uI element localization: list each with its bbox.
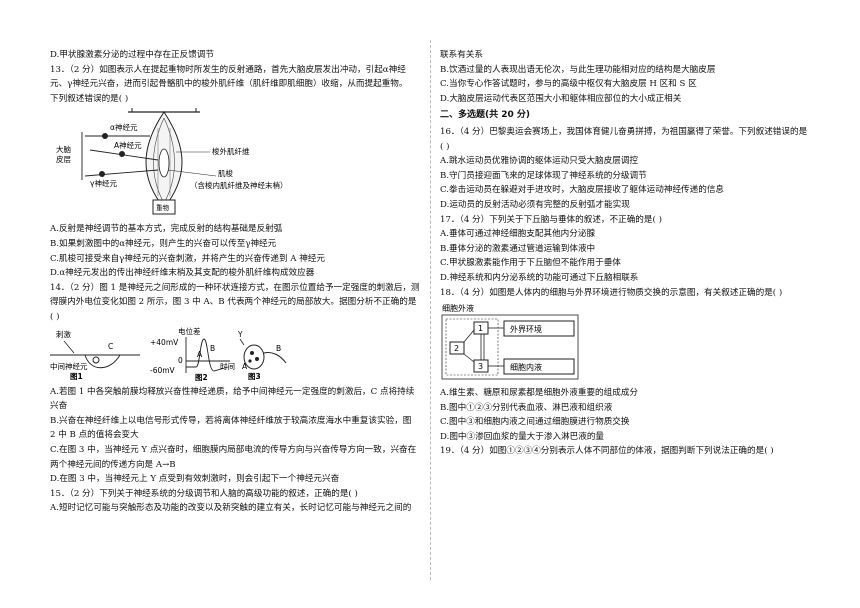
svg-text:大脑: 大脑: [56, 144, 71, 154]
svg-text:1: 1: [478, 324, 483, 333]
svg-text:皮层: 皮层: [56, 154, 71, 164]
question-14-options: A.若图 1 中各突触前膜均释放兴奋性神经递质，给予中间神经元一定强度的刺激后，…: [50, 385, 420, 487]
question-14: 14．（2 分）图 1 是神经元之间形成的一种环状连接方式，在图示位置给予一定强…: [50, 282, 420, 322]
svg-text:B: B: [210, 344, 215, 353]
svg-text:重物: 重物: [156, 203, 170, 212]
svg-text:电位差: 电位差: [178, 327, 201, 336]
svg-text:-60mV: -60mV: [150, 366, 176, 375]
q13-option-a[interactable]: A.反射是神经调节的基本方式，完成反射的结构基础是反射弧: [50, 224, 283, 235]
svg-text:细胞内液: 细胞内液: [510, 362, 542, 372]
figure-18-fluid-exchange: 细胞外液 1 2 3 外界环境: [440, 302, 580, 382]
svg-text:A: A: [242, 362, 248, 371]
svg-text:图3: 图3: [248, 372, 261, 381]
svg-text:+40mV: +40mV: [150, 338, 179, 347]
svg-text:A神经元: A神经元: [114, 140, 142, 150]
svg-text:中间神经元: 中间神经元: [50, 361, 88, 371]
figure-13-reflex-pathway: α神经元 A神经元 γ神经元 大脑 皮层 梭外肌纤维 肌梭 （含梭内肌纤维及神经…: [50, 108, 350, 218]
svg-text:B: B: [276, 344, 281, 353]
q14-option-a[interactable]: A.若图 1 中各突触前膜均释放兴奋性神经递质，给予中间神经元一定强度的刺激后，…: [50, 386, 415, 397]
svg-text:A: A: [197, 350, 203, 359]
svg-text:梭外肌纤维: 梭外肌纤维: [212, 146, 250, 156]
section-title-multi-choice: 二、多选题(共 20 分): [440, 110, 531, 121]
right-column: 联系有关系 B.饮酒过量的人表现出语无伦次，与此生理功能相对应的结构是大脑皮层 …: [440, 48, 815, 459]
q18-option-a[interactable]: A.维生素、糖原和尿素都是细胞外液重要的组成成分: [440, 388, 639, 399]
question-15-continued: 联系有关系 B.饮酒过量的人表现出语无伦次，与此生理功能相对应的结构是大脑皮层 …: [440, 48, 815, 106]
q15-option-b[interactable]: B.饮酒过量的人表现出语无伦次，与此生理功能相对应的结构是大脑皮层: [440, 64, 716, 75]
q16-option-a[interactable]: A.跳水运动员优雅协调的躯体运动只受大脑皮层调控: [440, 156, 639, 167]
q17-option-c[interactable]: C.甲状腺激素能作用于下丘脑但不能作用于垂体: [440, 258, 621, 269]
q18-option-c[interactable]: C.图中③和细胞内液之间通过细胞膜进行物质交换: [440, 417, 630, 428]
q16-option-c[interactable]: C.拳击运动员在躲避对手进攻时，大脑皮层接收了躯体运动神经传递的信息: [440, 185, 725, 196]
svg-text:α神经元: α神经元: [110, 122, 138, 132]
q17-option-d[interactable]: D.神经系统和内分泌系统的功能可通过下丘脑相联系: [440, 272, 639, 283]
q16-option-b[interactable]: B.守门员接迎面飞来的足球体现了神经系统的分级调节: [440, 170, 647, 181]
svg-text:外界环境: 外界环境: [510, 324, 542, 334]
q17-option-b[interactable]: B.垂体分泌的激素通过管道运输到体液中: [440, 243, 596, 254]
q13-option-c[interactable]: C.肌梭可接受来自γ神经元的兴奋刺激，并将产生的兴奋传递到 A 神经元: [50, 253, 326, 264]
figure-14: 刺激 C 中间神经元 图1 电位差 +40mV 0: [50, 326, 290, 382]
svg-text:3: 3: [478, 362, 483, 371]
svg-text:肌梭: 肌梭: [218, 168, 233, 178]
column-divider: [430, 40, 431, 580]
q13-option-b[interactable]: B.如果刺激图中的α神经元，则产生的兴奋可以传至γ神经元: [50, 238, 277, 249]
left-column: D.甲状腺激素分泌的过程中存在正反馈调节 13．（2 分）如图表示人在提起重物时…: [50, 48, 420, 516]
neuron-potential-diagram: 刺激 C 中间神经元 图1 电位差 +40mV 0: [50, 326, 287, 382]
q14-option-c[interactable]: C.在图 3 中，当神经元 Y 点兴奋时，细胞膜内局部电流的传导方向与兴奋传导方…: [50, 444, 417, 455]
svg-text:时间: 时间: [220, 361, 235, 371]
fig14-panel-1: 刺激 C 中间神经元 图1: [50, 329, 140, 381]
fig14-panel-3: Y A B 图3: [237, 330, 287, 381]
q15-option-a[interactable]: A.短时记忆可能与突触形态及功能的改变以及新突触的建立有关，长时记忆可能与神经元…: [50, 503, 412, 514]
gamma-neuron-body: [99, 171, 105, 178]
q14-option-d[interactable]: D.在图 3 中，当神经元上 Y 点受到有效刺激时，则会引起下一个神经元兴奋: [50, 474, 340, 485]
svg-text:图1: 图1: [70, 372, 83, 381]
svg-text:Y: Y: [237, 330, 243, 339]
q18-option-d[interactable]: D.图中③渗回血浆的量大于渗入淋巴液的量: [440, 431, 605, 442]
question-13-options: A.反射是神经调节的基本方式，完成反射的结构基础是反射弧 B.如果刺激图中的α神…: [50, 222, 420, 280]
question-17: 17．（4 分）下列关于下丘脑与垂体的叙述，不正确的是( ) A.垂体可通过神经…: [440, 213, 815, 286]
svg-text:（含梭内肌纤维及神经末梢）: （含梭内肌纤维及神经末梢）: [190, 180, 288, 190]
question-15: 15．（2 分）下列关于神经系统的分级调节和人脑的高级功能的叙述，正确的是( )…: [50, 487, 420, 516]
fig14-panel-2: 电位差 +40mV 0 -60mV A B 时间 图2: [150, 326, 235, 382]
svg-text:刺激: 刺激: [56, 329, 71, 339]
question-19: 19．（4 分）如图①②③④分别表示人体不同部位的体液，据图判断下列说法正确的是…: [440, 446, 774, 457]
question-18-options: A.维生素、糖原和尿素都是细胞外液重要的组成成分 B.图中①②③分别代表血液、淋…: [440, 386, 815, 444]
svg-text:2: 2: [454, 344, 459, 353]
alpha-neuron-body: [102, 133, 108, 140]
q15-option-c[interactable]: C.当你专心作答试题时，参与的高级中枢仅有大脑皮层 H 区和 S 区: [440, 79, 697, 90]
a-neuron-body: [119, 151, 125, 158]
svg-text:0: 0: [178, 356, 183, 365]
q14-option-b[interactable]: B.兴奋在神经纤维上以电信号形式传导，若将离体神经纤维放于较高浓度海水中重复该实…: [50, 415, 412, 426]
question-18: 18．（4 分）如图是人体内的细胞与外界环境进行物质交换的示意图，有关叙述正确的…: [440, 287, 783, 298]
q12-option-d: D.甲状腺激素分泌的过程中存在正反馈调节: [50, 50, 215, 60]
svg-text:C: C: [108, 342, 113, 351]
svg-text:细胞外液: 细胞外液: [442, 303, 474, 313]
fluid-exchange-diagram: 细胞外液 1 2 3 外界环境: [441, 303, 579, 380]
svg-text:图2: 图2: [195, 373, 208, 381]
svg-text:γ神经元: γ神经元: [90, 178, 117, 188]
q18-option-b[interactable]: B.图中①②③分别代表血液、淋巴液和组织液: [440, 402, 613, 413]
question-16: 16．（4 分）巴黎奥运会赛场上，我国体育健儿奋勇拼搏，为祖国赢得了荣誉。下列叙…: [440, 125, 815, 213]
reflex-diagram: α神经元 A神经元 γ神经元 大脑 皮层 梭外肌纤维 肌梭 （含梭内肌纤维及神经…: [56, 108, 288, 215]
q13-option-d[interactable]: D.α神经元发出的传出神经纤维末梢及其支配的梭外肌纤维构成效应器: [50, 268, 315, 279]
question-13: 13．（2 分）如图表示人在提起重物时所发生的反射通路，首先大脑皮层发出冲动，引…: [50, 64, 408, 104]
q16-option-d[interactable]: D.运动员的反射活动必须有完整的反射弧才能实现: [440, 199, 630, 210]
q15-option-d[interactable]: D.大脑皮层运动代表区范围大小和躯体相应部位的大小成正相关: [440, 93, 682, 104]
q17-option-a[interactable]: A.垂体可通过神经细胞支配其他内分泌腺: [440, 229, 596, 240]
